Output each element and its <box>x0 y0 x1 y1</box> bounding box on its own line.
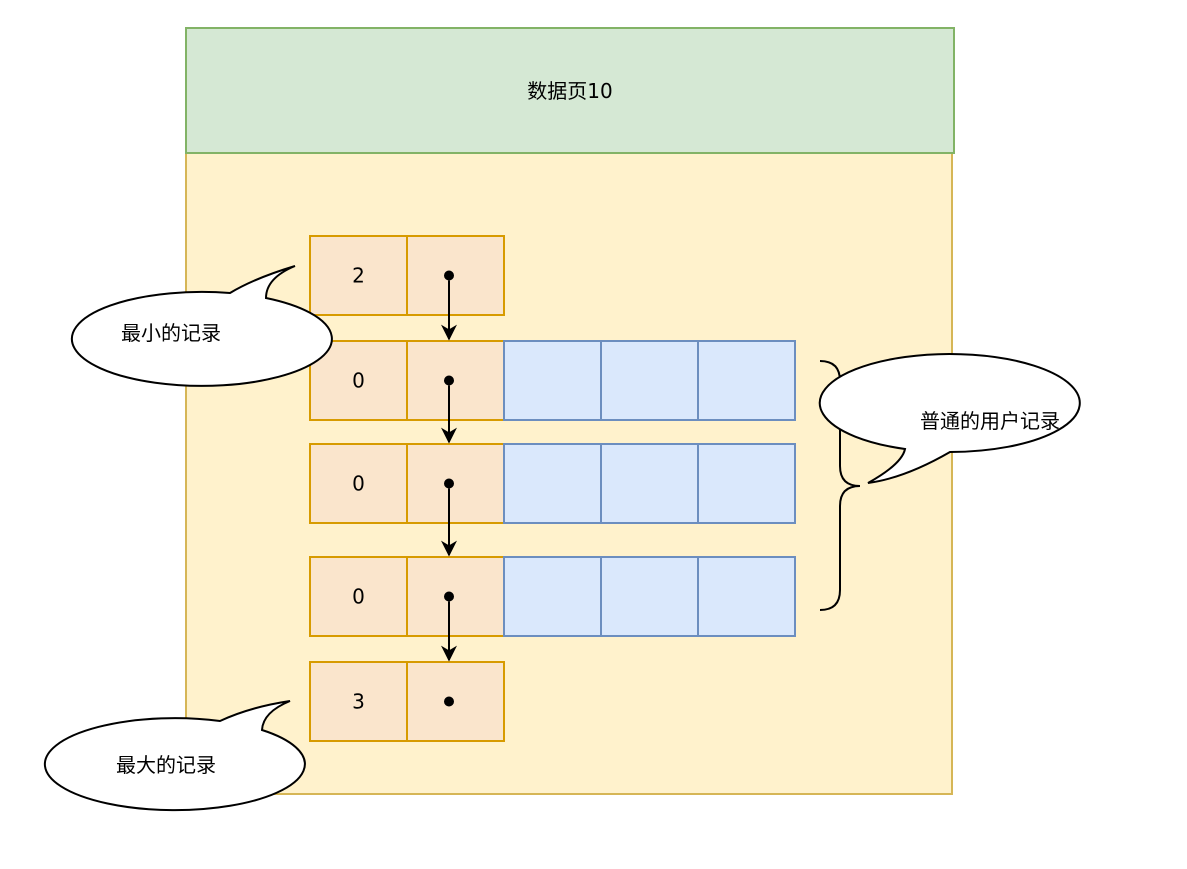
user-field-cell <box>503 556 602 637</box>
page-header <box>185 27 955 154</box>
pointer-dot <box>444 591 454 602</box>
record-type-value: 0 <box>352 369 365 393</box>
min-record-callout <box>70 265 333 387</box>
record-type-value: 0 <box>352 585 365 609</box>
record-row: 3 <box>309 661 505 742</box>
user-records-brace <box>819 360 861 611</box>
user-records-callout <box>818 353 1081 484</box>
record-pointer-cell <box>406 661 505 742</box>
pointer-dot <box>444 696 454 707</box>
record-pointer-cell <box>406 556 505 637</box>
page-title: 数据页10 <box>527 79 612 103</box>
record-row: 0 <box>309 556 796 637</box>
user-field-cell <box>697 556 796 637</box>
pointer-dot <box>444 270 454 281</box>
user-field-cell <box>503 443 602 524</box>
user-field-cell <box>600 556 699 637</box>
user-field-cell <box>697 443 796 524</box>
record-type-cell <box>309 661 408 742</box>
max-record-label: 最大的记录 <box>116 753 216 777</box>
record-pointer-cell <box>406 235 505 316</box>
min-record-label: 最小的记录 <box>121 321 221 345</box>
record-type-cell <box>309 443 408 524</box>
record-type-cell <box>309 556 408 637</box>
pointer-dot <box>444 478 454 489</box>
record-type-value: 2 <box>352 264 365 288</box>
user-records-label: 普通的用户记录 <box>920 409 1060 433</box>
record-row: 0 <box>309 340 796 421</box>
record-pointer-cell <box>406 340 505 421</box>
record-type-value: 0 <box>352 472 365 496</box>
max-record-callout <box>43 700 306 812</box>
record-row: 2 <box>309 235 505 316</box>
user-field-cell <box>600 443 699 524</box>
user-field-cell <box>697 340 796 421</box>
record-row: 0 <box>309 443 796 524</box>
record-type-cell <box>309 235 408 316</box>
pointer-dot <box>444 375 454 386</box>
user-field-cell <box>600 340 699 421</box>
record-pointer-cell <box>406 443 505 524</box>
records-list: 2 0 0 0 3 <box>309 235 796 742</box>
record-type-value: 3 <box>352 690 365 714</box>
user-field-cell <box>503 340 602 421</box>
